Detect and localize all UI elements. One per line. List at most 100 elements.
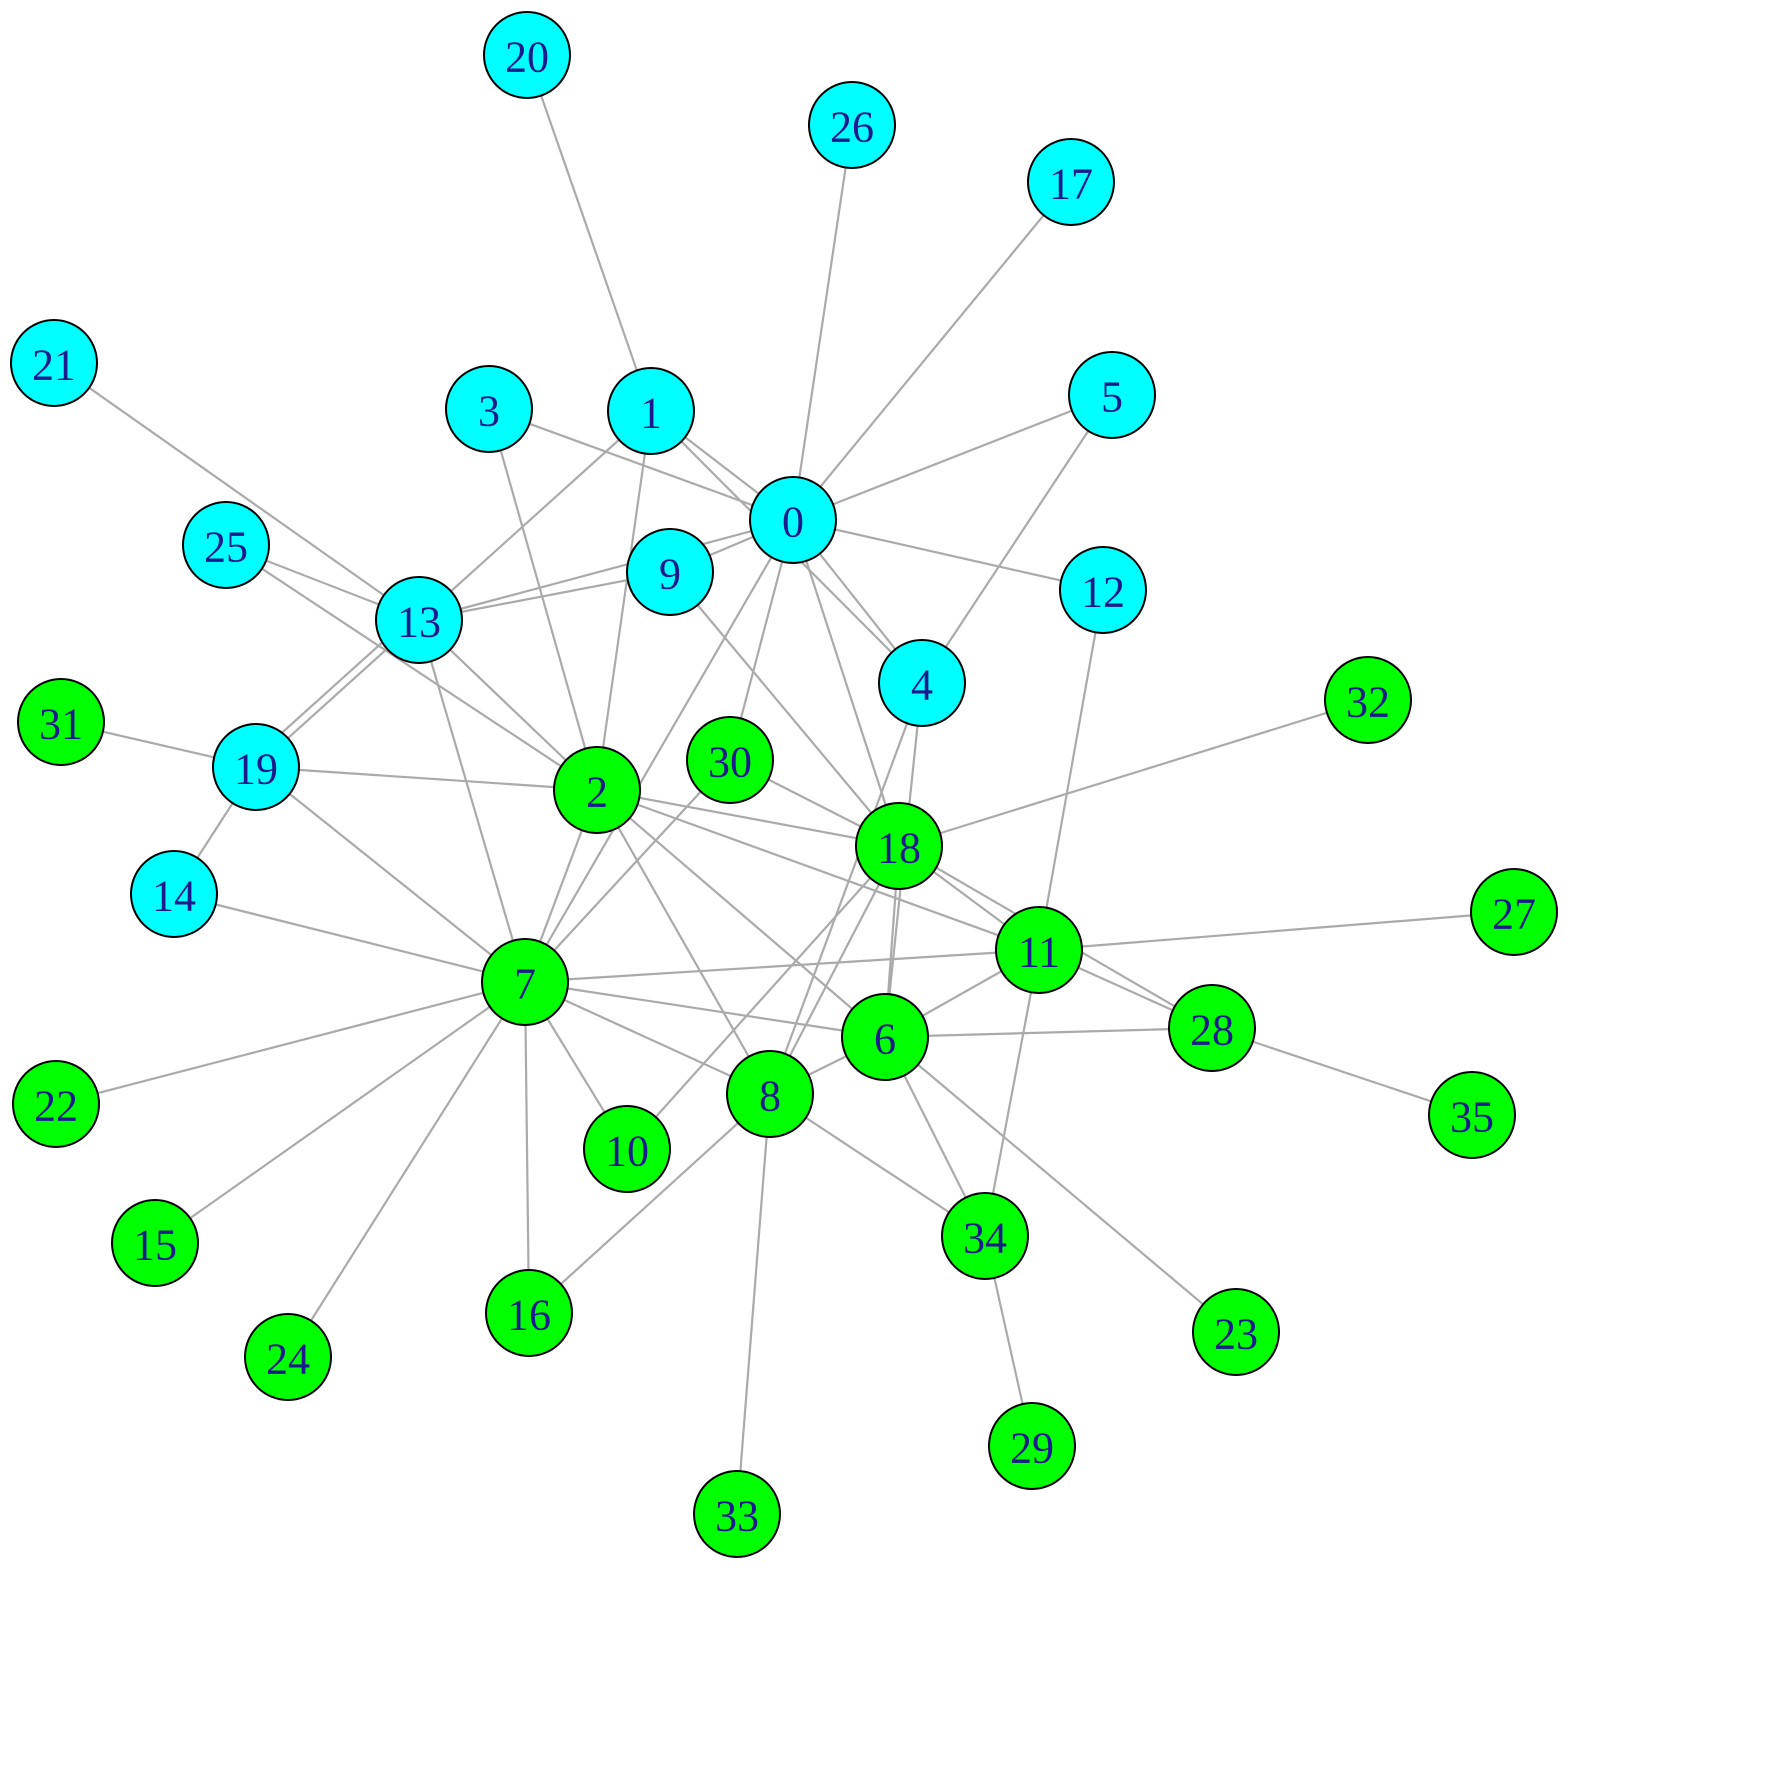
edge-6-23 [884, 1036, 1237, 1333]
node-27: 27 [1470, 868, 1558, 956]
edge-8-33 [735, 1093, 772, 1515]
edge-28-35 [1211, 1026, 1473, 1117]
edge-18-8 [769, 845, 900, 1095]
node-23: 23 [1192, 1288, 1280, 1376]
node-13: 13 [375, 576, 463, 664]
node-12: 12 [1059, 546, 1147, 634]
node-18: 18 [855, 802, 943, 890]
node-circle-12 [1059, 546, 1147, 634]
edge-2-11 [596, 788, 1040, 952]
node-circle-26 [808, 81, 896, 169]
node-circle-33 [693, 1470, 781, 1558]
node-circle-10 [583, 1105, 671, 1193]
node-28: 28 [1168, 984, 1256, 1072]
edge-20-1 [525, 54, 653, 412]
node-label-28: 28 [1190, 1006, 1234, 1055]
node-34: 34 [941, 1192, 1029, 1280]
edge-8-16 [528, 1093, 771, 1314]
node-10: 10 [583, 1105, 671, 1193]
node-label-17: 17 [1049, 160, 1093, 209]
edge-26-0 [791, 124, 854, 521]
node-11: 11 [995, 906, 1083, 994]
node-circle-0 [749, 476, 837, 564]
node-label-33: 33 [715, 1492, 759, 1541]
edge-5-0 [792, 393, 1113, 522]
node-1: 1 [607, 367, 695, 455]
edge-25-2 [225, 544, 598, 791]
node-17: 17 [1027, 138, 1115, 226]
node-label-0: 0 [782, 498, 804, 547]
node-circle-3 [445, 365, 533, 453]
node-label-5: 5 [1101, 373, 1123, 422]
node-circle-31 [17, 678, 105, 766]
node-14: 14 [130, 850, 218, 938]
edge-1-2 [595, 410, 653, 791]
nodes-layer: 0123456789101112131415161718192021222324… [10, 11, 1558, 1558]
edge-7-22 [55, 980, 526, 1106]
node-4: 4 [878, 639, 966, 727]
node-circle-30 [686, 716, 774, 804]
node-22: 22 [12, 1060, 100, 1148]
node-8: 8 [726, 1050, 814, 1138]
node-label-12: 12 [1081, 568, 1125, 617]
node-circle-35 [1428, 1071, 1516, 1159]
edge-3-2 [487, 408, 599, 791]
node-7: 7 [481, 938, 569, 1026]
node-15: 15 [111, 1199, 199, 1287]
node-circle-16 [485, 1269, 573, 1357]
node-label-29: 29 [1010, 1424, 1054, 1473]
edge-11-7 [524, 948, 1040, 984]
node-21: 21 [10, 319, 98, 407]
node-circle-15 [111, 1199, 199, 1287]
node-16: 16 [485, 1269, 573, 1357]
node-label-16: 16 [507, 1291, 551, 1340]
edge-2-18 [596, 788, 900, 848]
edge-19-7 [255, 766, 526, 983]
node-circle-13 [375, 576, 463, 664]
edge-11-27 [1038, 910, 1515, 952]
node-circle-1 [607, 367, 695, 455]
node-9: 9 [626, 528, 714, 616]
node-circle-5 [1068, 351, 1156, 439]
edge-1-13 [418, 410, 652, 621]
edge-12-11 [1037, 589, 1105, 951]
edge-7-6 [524, 980, 886, 1039]
node-label-31: 31 [39, 700, 83, 749]
edge-4-8 [768, 682, 924, 1095]
node-circle-29 [988, 1402, 1076, 1490]
node-label-23: 23 [1214, 1310, 1258, 1359]
node-0: 0 [749, 476, 837, 564]
node-circle-24 [244, 1313, 332, 1401]
node-20: 20 [483, 11, 571, 99]
edge-2-8 [596, 789, 771, 1095]
node-29: 29 [988, 1402, 1076, 1490]
node-label-34: 34 [963, 1214, 1007, 1263]
node-circle-11 [995, 906, 1083, 994]
node-label-7: 7 [514, 960, 536, 1009]
node-label-19: 19 [234, 745, 278, 794]
edge-0-13 [418, 518, 794, 622]
edge-9-18 [669, 571, 900, 847]
node-label-22: 22 [34, 1082, 78, 1131]
node-circle-6 [841, 993, 929, 1081]
node-label-21: 21 [32, 341, 76, 390]
node-label-10: 10 [605, 1127, 649, 1176]
node-31: 31 [17, 678, 105, 766]
node-circle-28 [1168, 984, 1256, 1072]
edge-14-7 [173, 892, 526, 984]
node-circle-19 [212, 723, 300, 811]
edge-7-16 [523, 981, 531, 1314]
node-circle-18 [855, 802, 943, 890]
node-26: 26 [808, 81, 896, 169]
edge-18-10 [626, 845, 900, 1150]
node-circle-34 [941, 1192, 1029, 1280]
edge-13-7 [417, 619, 527, 983]
node-label-27: 27 [1492, 890, 1536, 939]
node-19: 19 [212, 723, 300, 811]
node-circle-14 [130, 850, 218, 938]
node-circle-4 [878, 639, 966, 727]
node-label-25: 25 [204, 523, 248, 572]
node-circle-17 [1027, 138, 1115, 226]
edge-7-15 [154, 981, 526, 1244]
